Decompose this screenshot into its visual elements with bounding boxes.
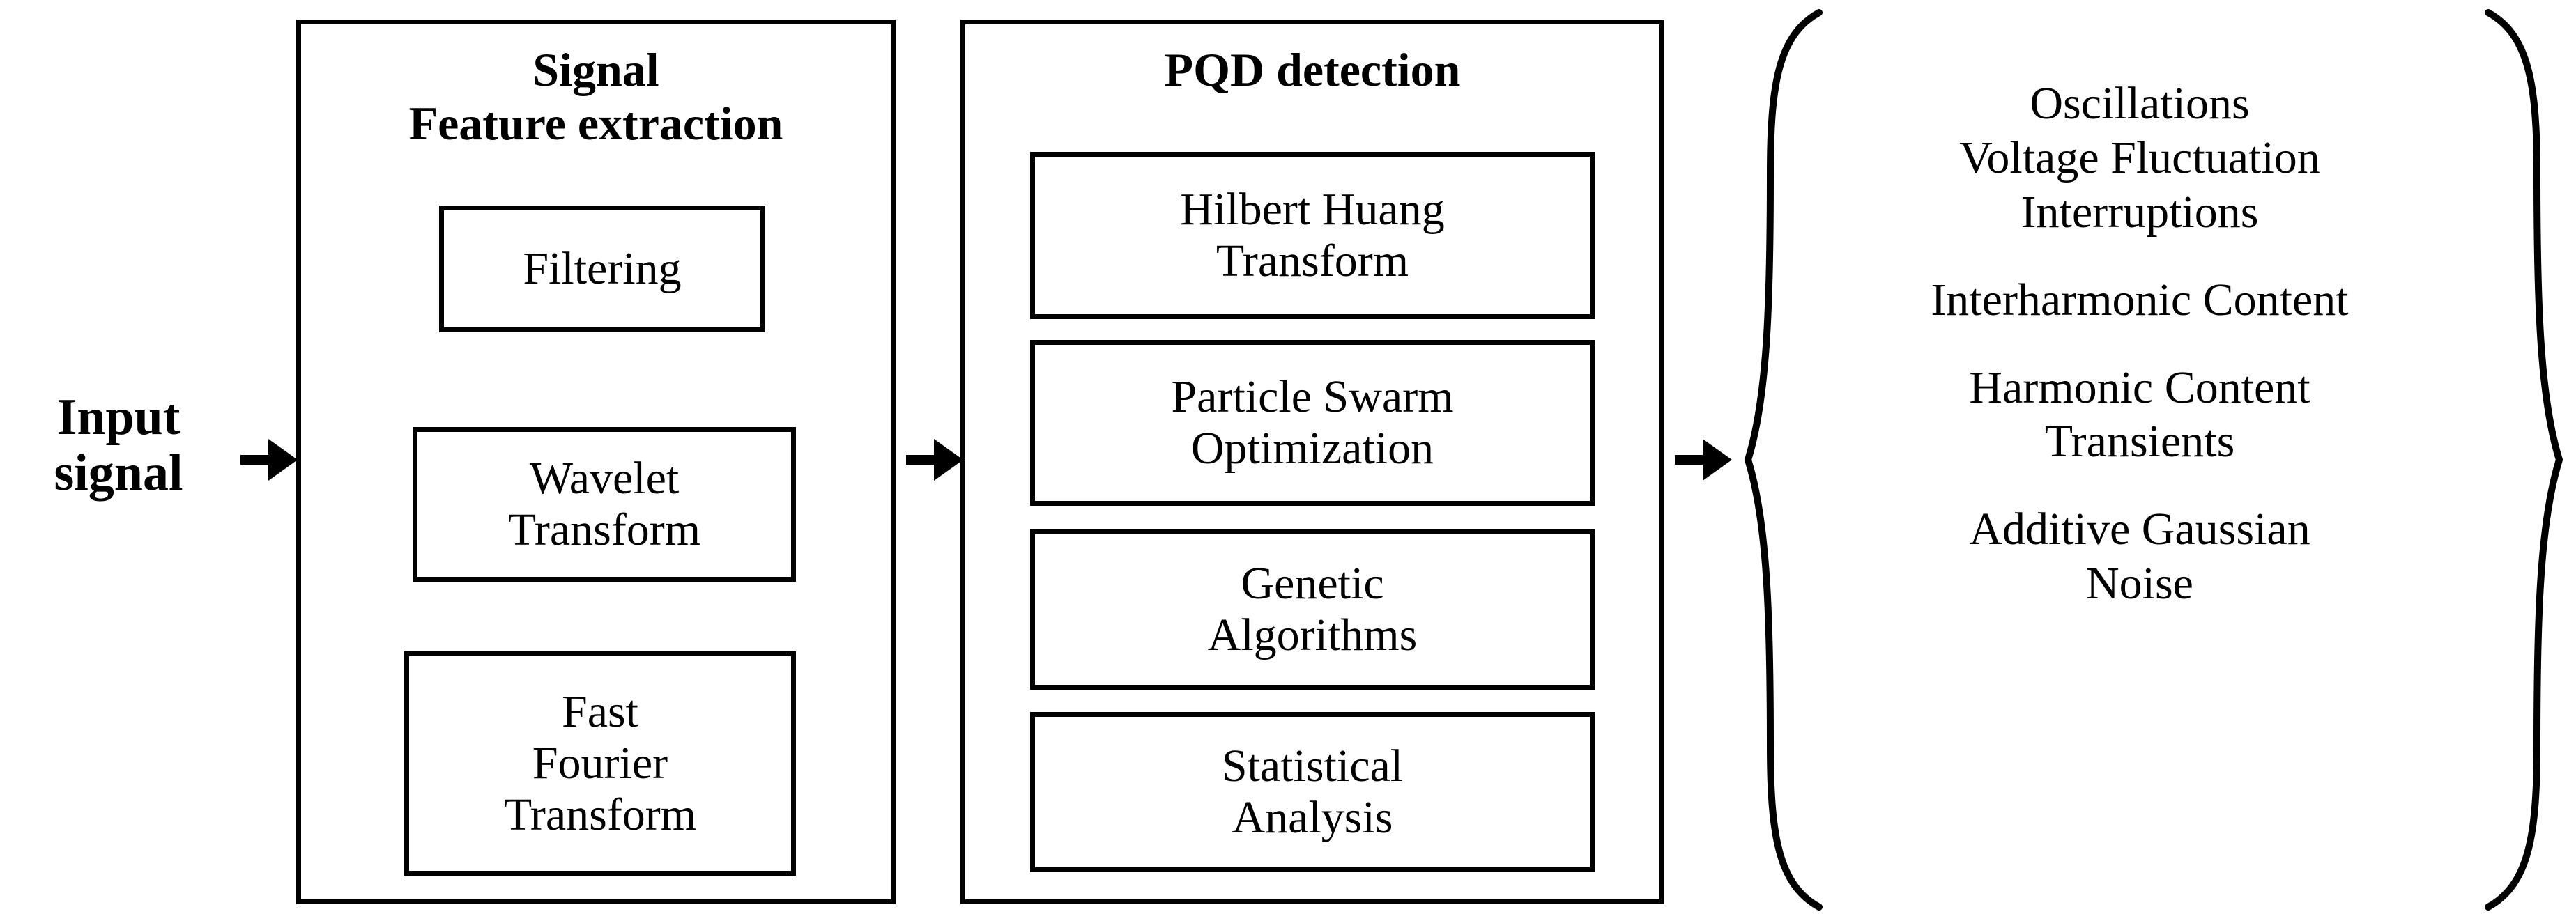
pqd-detection-title: PQD detection	[960, 43, 1664, 97]
box-fast-fourier-transform-line2: Fourier	[532, 738, 668, 789]
output-group-interharmonic: Interharmonic Content	[1763, 273, 2516, 327]
box-filtering-line1: Filtering	[523, 243, 682, 295]
box-wavelet-transform: Wavelet Transform	[413, 427, 796, 582]
left-brace-icon	[1742, 7, 1826, 913]
output-line-voltage-fluctuation: Voltage Fluctuation	[1959, 132, 2320, 183]
right-brace-icon	[2481, 7, 2565, 913]
input-signal-line1: Input	[56, 389, 181, 446]
box-fast-fourier-transform-line3: Transform	[503, 789, 697, 840]
box-genetic-algorithms: Genetic Algorithms	[1030, 529, 1595, 690]
box-particle-swarm-optimization-line2: Optimization	[1190, 423, 1434, 474]
box-fast-fourier-transform-line1: Fast	[561, 686, 639, 738]
box-fast-fourier-transform: Fast Fourier Transform	[404, 651, 796, 876]
input-signal-line2: signal	[54, 444, 183, 502]
box-genetic-algorithms-line2: Algorithms	[1207, 610, 1418, 660]
box-wavelet-transform-line1: Wavelet	[529, 453, 680, 504]
feature-extraction-title-line2: Feature extraction	[408, 96, 783, 150]
box-hilbert-huang-transform-line2: Transform	[1216, 235, 1409, 286]
box-particle-swarm-optimization-line1: Particle Swarm	[1171, 371, 1454, 423]
output-line-harmonic-content: Harmonic Content	[1969, 362, 2310, 413]
feature-extraction-title: Signal Feature extraction	[296, 43, 896, 150]
box-particle-swarm-optimization: Particle Swarm Optimization	[1030, 340, 1595, 506]
output-group-harmonic: Harmonic Content Transients	[1763, 361, 2516, 470]
box-statistical-analysis: Statistical Analysis	[1030, 712, 1595, 872]
output-line-interharmonic-content: Interharmonic Content	[1931, 274, 2349, 325]
box-genetic-algorithms-line1: Genetic	[1241, 558, 1384, 610]
box-hilbert-huang-transform-line1: Hilbert Huang	[1180, 184, 1445, 235]
output-line-interruptions: Interruptions	[2021, 186, 2259, 238]
pqd-detection-title-line1: PQD detection	[1164, 43, 1461, 96]
output-line-transients: Transients	[2044, 416, 2235, 467]
box-wavelet-transform-line2: Transform	[507, 504, 701, 555]
output-group-noise: Additive Gaussian Noise	[1763, 502, 2516, 611]
output-line-additive-gaussian: Additive Gaussian	[1969, 504, 2310, 555]
box-statistical-analysis-line2: Analysis	[1232, 792, 1393, 843]
output-line-oscillations: Oscillations	[2030, 78, 2250, 129]
box-statistical-analysis-line1: Statistical	[1221, 741, 1404, 792]
output-line-noise: Noise	[2086, 558, 2193, 610]
pqd-output-list: Oscillations Voltage Fluctuation Interru…	[1763, 77, 2516, 611]
box-filtering: Filtering	[439, 206, 765, 332]
output-group-oscillations: Oscillations Voltage Fluctuation Interru…	[1763, 77, 2516, 240]
feature-extraction-title-line1: Signal	[532, 43, 659, 96]
box-hilbert-huang-transform: Hilbert Huang Transform	[1030, 152, 1595, 319]
input-signal-label: Input signal	[14, 389, 223, 502]
